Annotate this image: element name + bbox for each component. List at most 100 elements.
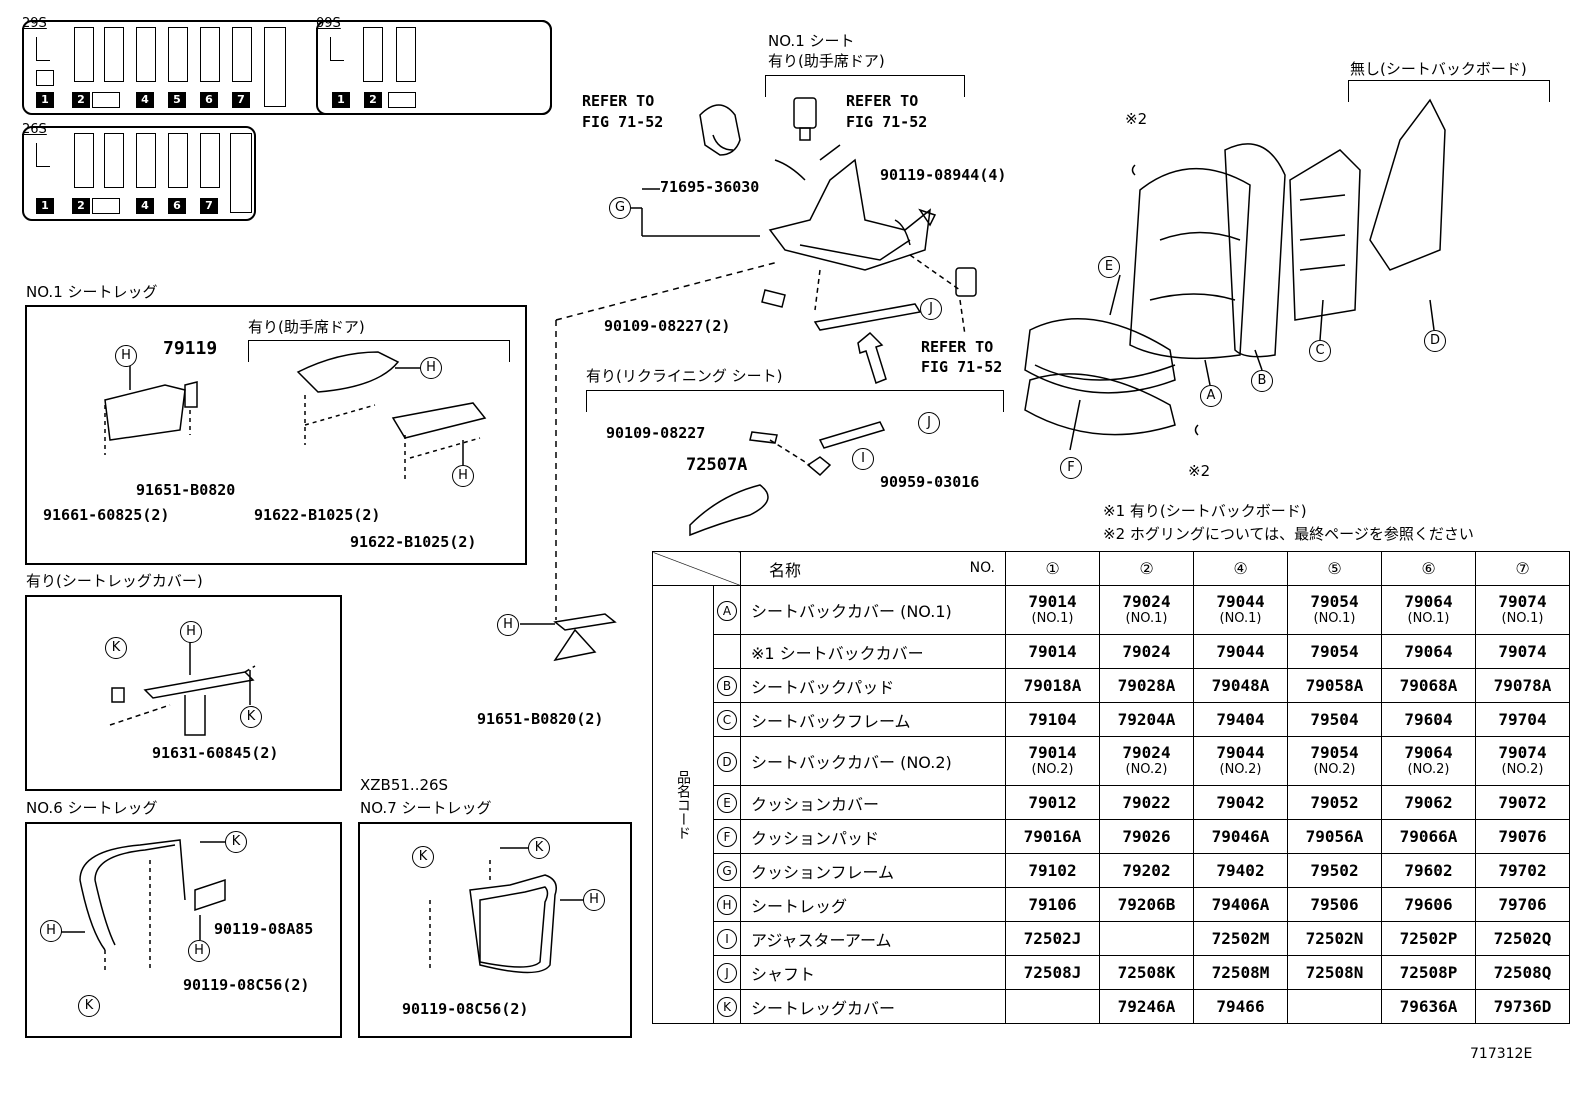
callout-h: H (40, 920, 62, 942)
part-code-cell: 79028A (1099, 668, 1194, 703)
no1-leg-panel (25, 305, 527, 565)
part-90109-08227-label: 90109-08227 (606, 424, 706, 442)
variant-09s-box: 1 2 (316, 20, 552, 115)
part-code-cell: 79044 (1193, 634, 1288, 669)
part-code-cell: 79502 (1287, 853, 1382, 888)
row-name: シャフト (740, 955, 1006, 990)
part-90119-08c56-label: 90119-08C56(2) (402, 1000, 529, 1018)
callout-j: J (918, 412, 940, 434)
part-code-cell: 79026 (1099, 819, 1194, 854)
part-code-cell: 79466 (1193, 989, 1288, 1024)
no7-leg-title: NO.7 シートレッグ (360, 799, 492, 817)
part-code-cell: 79054 (1287, 634, 1382, 669)
part-90119-08944-label: 90119-08944(4) (880, 166, 1007, 184)
with-passenger-door-label: 有り(助手席ドア) (768, 52, 885, 70)
refer-fig-label: FIG 71-52 (846, 113, 928, 131)
part-code-cell: 79204A (1099, 702, 1194, 737)
part-code-cell: 72508P (1381, 955, 1476, 990)
part-code-cell: 79106 (1005, 887, 1100, 922)
part-code-cell: 79736D (1475, 989, 1570, 1024)
part-code-cell: 72502N (1287, 921, 1382, 956)
part-code-cell: 79022 (1099, 785, 1194, 820)
part-code-cell: 79054(NO.1) (1287, 585, 1382, 635)
row-key: G (713, 853, 741, 888)
callout-f: F (1060, 457, 1082, 479)
part-code-cell: 79604 (1381, 702, 1476, 737)
part-code-cell: 79058A (1287, 668, 1382, 703)
row-name: クッションフレーム (740, 853, 1006, 888)
callout-k: K (412, 846, 434, 868)
part-code-cell: 79054(NO.2) (1287, 736, 1382, 786)
callout-h: H (115, 345, 137, 367)
row-name: シートバックカバー (NO.2) (740, 736, 1006, 786)
table-header-row: 名称 NO. ① ② ④ ⑤ ⑥ ⑦ (652, 551, 1570, 586)
part-code-cell: 79206B (1099, 887, 1194, 922)
part-code-cell: 79406A (1193, 887, 1288, 922)
part-code-cell: 79014(NO.2) (1005, 736, 1100, 786)
bracket (248, 340, 510, 362)
part-code-cell: 79606 (1381, 887, 1476, 922)
row-key: E (713, 785, 741, 820)
callout-h: H (497, 614, 519, 636)
row-key: A (713, 585, 741, 635)
part-code-cell: 72502J (1005, 921, 1100, 956)
no1-leg-title: NO.1 シートレッグ (26, 283, 158, 301)
part-code-cell: 72508M (1193, 955, 1288, 990)
part-code-cell: 79072 (1475, 785, 1570, 820)
no1-seat-label: NO.1 シート (768, 32, 855, 50)
note-1: ※1 有り(シートバックボード) (1103, 502, 1307, 520)
part-code-cell: 79014(NO.1) (1005, 585, 1100, 635)
callout-h: H (180, 621, 202, 643)
row-key: H (713, 887, 741, 922)
hog-ring-note-mark: ※2 (1188, 462, 1211, 480)
column-header: ⑦ (1475, 551, 1570, 586)
part-72507a-label: 72507A (686, 455, 748, 475)
part-code-cell (1287, 989, 1382, 1024)
header-no: NO. (969, 560, 995, 576)
part-91651-2-label: 91651-B0820(2) (477, 710, 604, 728)
part-code-cell: 79506 (1287, 887, 1382, 922)
column-header: ④ (1193, 551, 1288, 586)
callout-k: K (240, 706, 262, 728)
part-code-cell (1099, 921, 1194, 956)
callout-h: H (188, 940, 210, 962)
part-code-cell: 79102 (1005, 853, 1100, 888)
refer-label: REFER TO (846, 92, 919, 110)
part-code-cell: 79024(NO.2) (1099, 736, 1194, 786)
note-2: ※2 ホグリングについては、最終ページを参照ください (1103, 525, 1474, 543)
no6-leg-panel (25, 822, 342, 1038)
part-90959-label: 90959-03016 (880, 473, 980, 491)
part-code-cell: 79602 (1381, 853, 1476, 888)
part-code-cell: 79076 (1475, 819, 1570, 854)
figure-id: 717312E (1470, 1046, 1533, 1062)
part-code-cell: 79636A (1381, 989, 1476, 1024)
part-code-cell: 79024 (1099, 634, 1194, 669)
row-key: I (713, 921, 741, 956)
part-code-cell: 79064 (1381, 634, 1476, 669)
part-91631-label: 91631-60845(2) (152, 744, 279, 762)
part-code-cell: 79046A (1193, 819, 1288, 854)
row-key: B (713, 668, 741, 703)
part-code-cell: 79074(NO.2) (1475, 736, 1570, 786)
row-name: シートバックパッド (740, 668, 1006, 703)
part-code-cell: 72508Q (1475, 955, 1570, 990)
part-91622-label: 91622-B1025(2) (254, 506, 381, 524)
leg-cover-panel (25, 595, 342, 791)
callout-j: J (920, 298, 942, 320)
row-name: シートバックフレーム (740, 702, 1006, 737)
part-79119-label: 79119 (163, 338, 218, 359)
row-name: ※1 シートバックカバー (740, 634, 1006, 669)
part-code-cell: 72508K (1099, 955, 1194, 990)
row-key: C (713, 702, 741, 737)
part-90109-08227-2-label: 90109-08227(2) (604, 317, 731, 335)
row-name: シートバックカバー (NO.1) (740, 585, 1006, 635)
no6-leg-title: NO.6 シートレッグ (26, 799, 158, 817)
with-passenger-door-label: 有り(助手席ドア) (248, 318, 365, 336)
